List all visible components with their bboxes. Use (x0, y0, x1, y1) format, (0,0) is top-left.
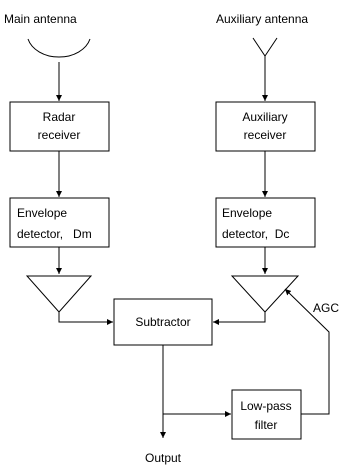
lowpass-filter-box (231, 389, 302, 440)
main-antenna-label: Main antenna (4, 12, 77, 26)
envelope-detector-aux-box (215, 197, 316, 248)
agc-label: AGC (313, 301, 339, 315)
envelope-detector-main-line2: detector, Dm (17, 227, 92, 241)
output-label: Output (145, 451, 182, 465)
arrow-amp-main-to-subtractor (58, 312, 113, 325)
aux-antenna-icon (252, 37, 278, 57)
lowpass-filter-line1: Low-pass (240, 399, 291, 413)
aux-receiver-box (215, 101, 316, 152)
amplifier-aux-icon (230, 275, 300, 313)
radar-receiver-line1: Radar (43, 110, 76, 124)
envelope-detector-main-line1: Envelope (17, 206, 67, 220)
aux-receiver-line2: receiver (244, 128, 287, 142)
subtractor-label: Subtractor (135, 315, 190, 329)
arrow-amp-aux-to-subtractor (213, 312, 266, 325)
subtractor-box (113, 298, 213, 346)
aux-receiver-line1: Auxiliary (242, 110, 287, 124)
main-antenna-icon (27, 38, 91, 58)
amplifier-main-icon (25, 275, 93, 313)
agc-feedback-arrow (284, 288, 330, 415)
envelope-detector-aux-line1: Envelope (222, 206, 272, 220)
aux-antenna-label: Auxiliary antenna (216, 12, 308, 26)
radar-receiver-line2: receiver (38, 128, 81, 142)
radar-receiver-box (9, 101, 110, 152)
envelope-detector-main-box (9, 197, 110, 248)
envelope-detector-aux-line2: detector, Dc (222, 227, 289, 241)
lowpass-filter-line2: filter (255, 418, 278, 432)
